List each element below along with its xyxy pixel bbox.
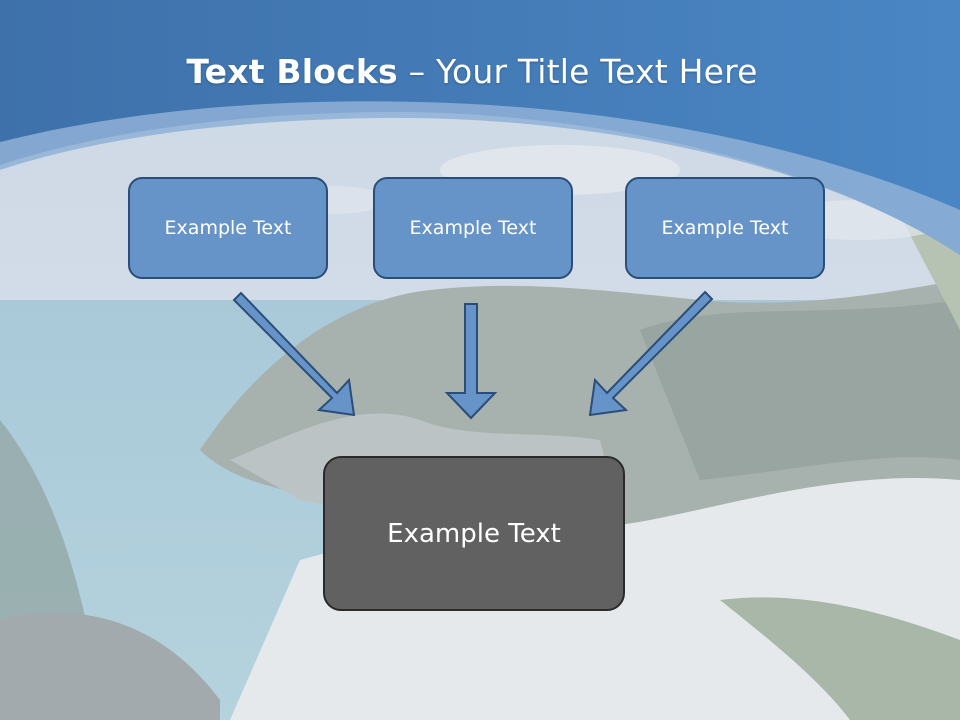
- arrow-middle: [444, 303, 498, 420]
- arrow-left: [232, 291, 356, 417]
- text-block-1: Example Text: [128, 177, 328, 279]
- text-block-1-label: Example Text: [164, 217, 292, 239]
- title-bold-text: Text Blocks: [186, 52, 398, 91]
- text-block-main-label: Example Text: [387, 518, 561, 549]
- text-block-3: Example Text: [625, 177, 825, 279]
- text-block-2-label: Example Text: [409, 217, 537, 239]
- text-block-main: Example Text: [323, 456, 625, 611]
- arrow-right: [588, 290, 714, 417]
- title-regular-text: – Your Title Text Here: [397, 52, 758, 91]
- text-block-2: Example Text: [373, 177, 573, 279]
- slide-title: Text Blocks – Your Title Text Here: [0, 52, 944, 91]
- text-block-3-label: Example Text: [661, 217, 789, 239]
